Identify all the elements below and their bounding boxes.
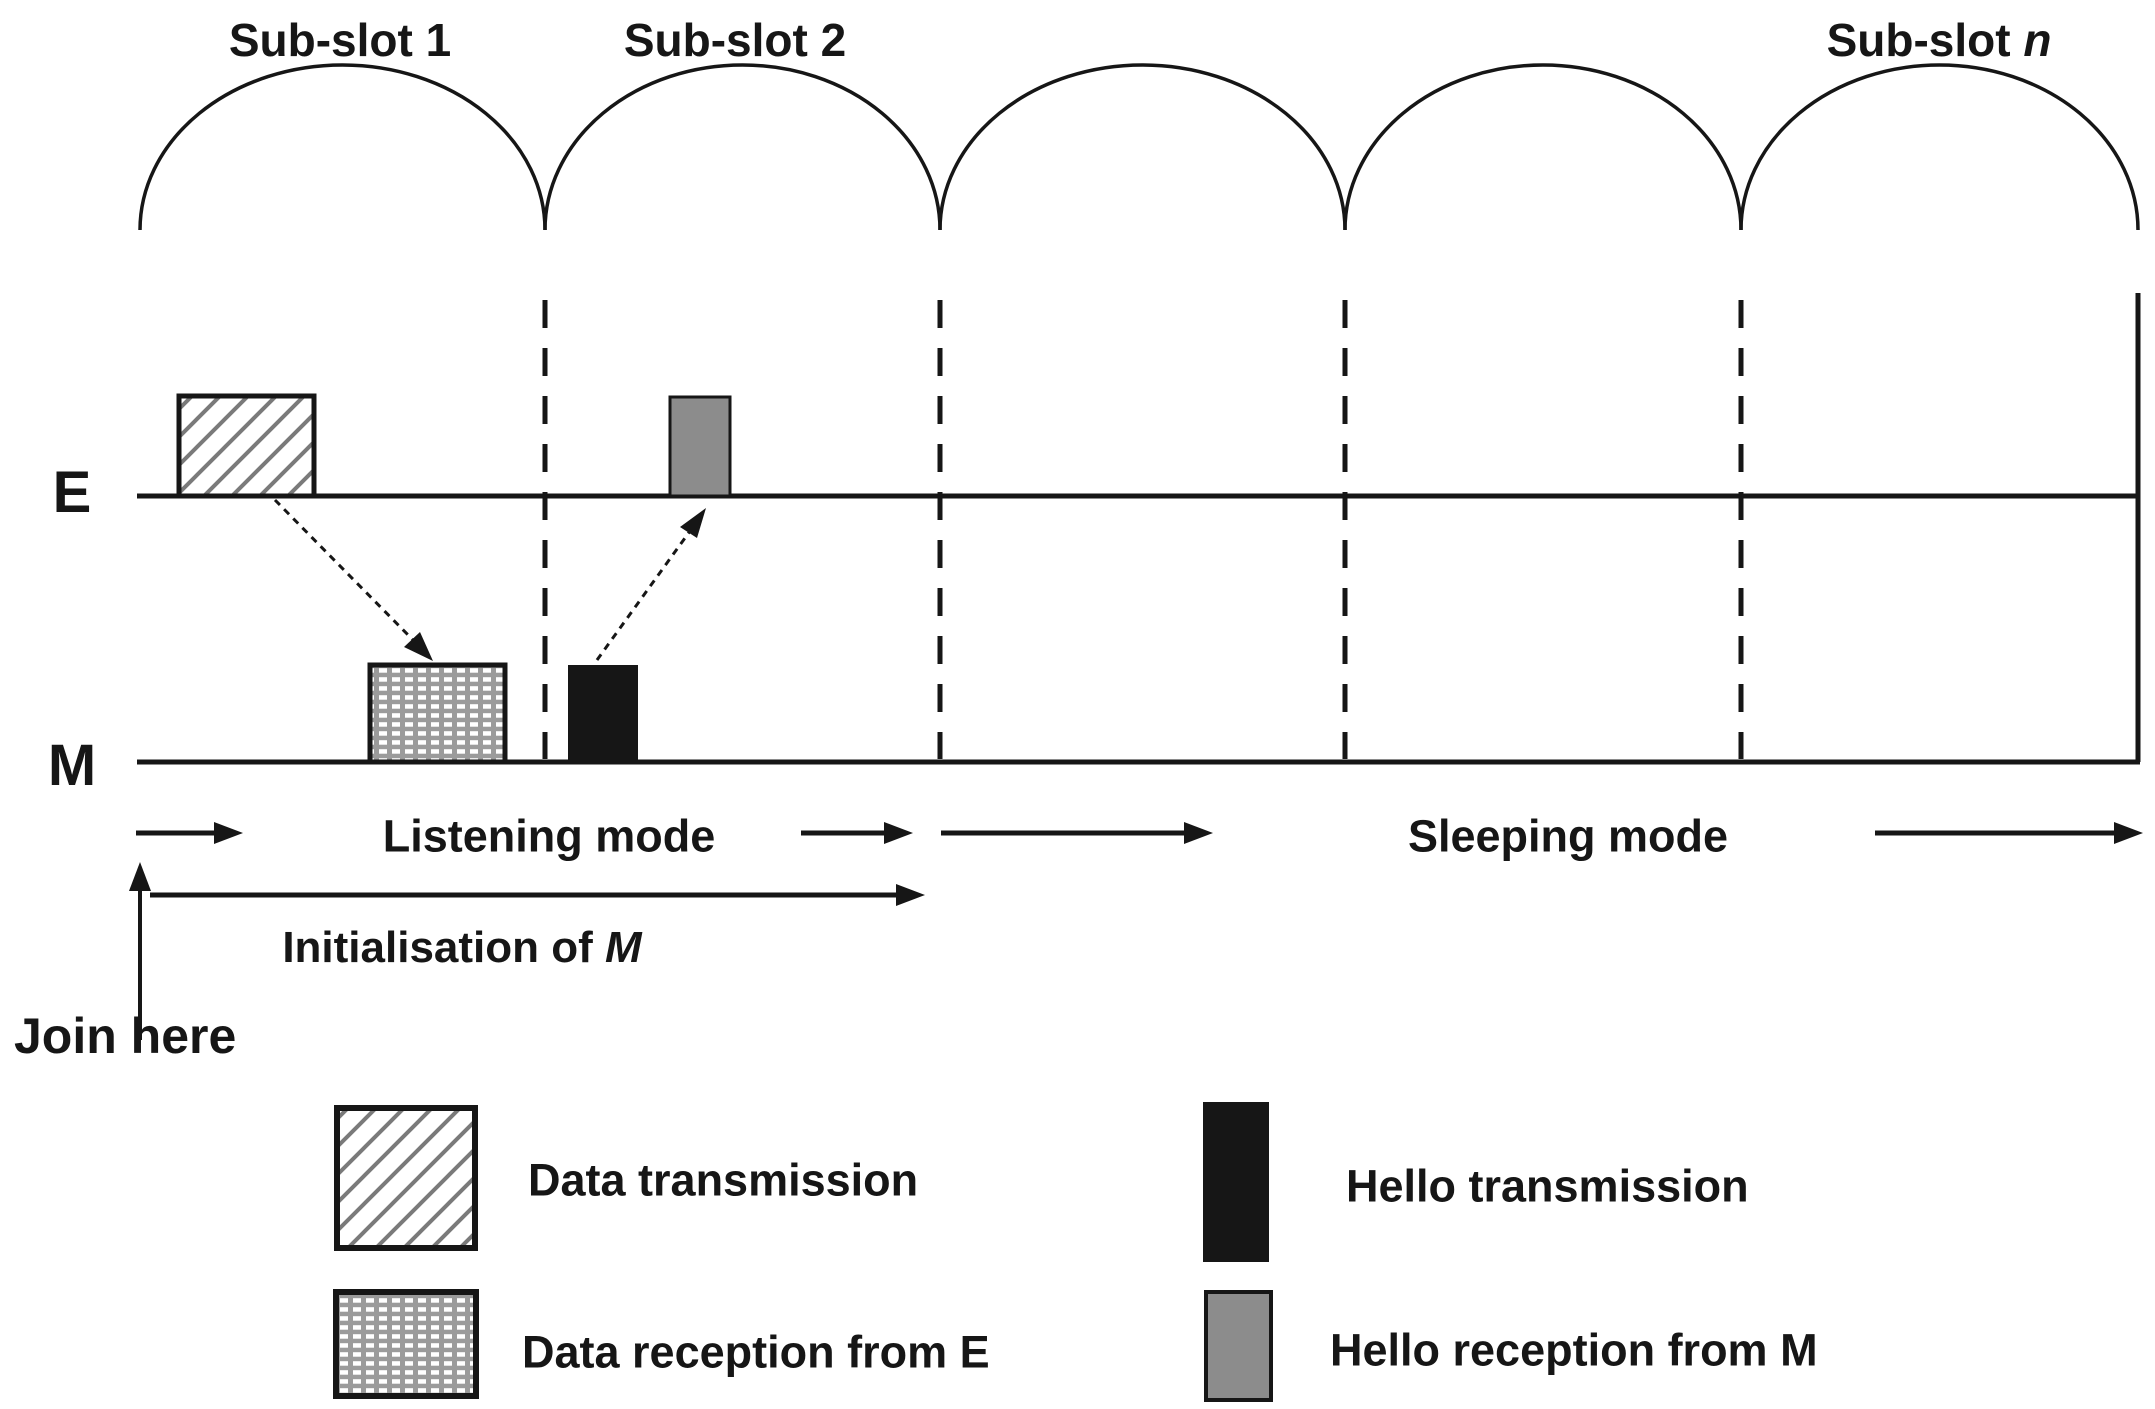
hello-transfer-arrow (595, 508, 706, 661)
hello-transmission-box (568, 665, 638, 762)
subslot-1-label: Sub-slot 1 (228, 14, 452, 66)
initialisation-arrow (150, 884, 925, 906)
legend-label-hello-reception: Hello reception from M (1330, 1324, 1818, 1376)
data-reception-box (367, 662, 508, 765)
initialisation-label: Initialisation of M (282, 923, 642, 972)
listening-mode-label: Listening mode (382, 810, 716, 862)
subslot-n-label: Sub-slot n (1826, 14, 2052, 66)
legend-hatched-swatch (334, 1105, 478, 1251)
subslot-2-label: Sub-slot 2 (623, 14, 847, 66)
legend-dotted-swatch (333, 1289, 479, 1399)
hello-reception-box (668, 395, 732, 498)
slot-boundary-lines (542, 300, 1744, 759)
join-here-arrow (129, 862, 151, 1040)
mode-arrows (136, 822, 2143, 844)
subslot-arcs (138, 63, 2140, 231)
data-transfer-arrow (273, 498, 433, 661)
row-M-label: M (47, 733, 97, 798)
sleeping-mode-label: Sleeping mode (1407, 810, 1729, 862)
legend-label-data-reception: Data reception from E (522, 1326, 990, 1378)
legend-label-data-transmission: Data transmission (528, 1154, 919, 1206)
legend-black-swatch (1203, 1102, 1269, 1262)
row-E-label: E (52, 460, 92, 525)
legend-label-hello-transmission: Hello transmission (1346, 1160, 1749, 1212)
legend-gray-swatch (1204, 1290, 1273, 1402)
join-here-label: Join here (14, 1008, 237, 1064)
data-transmission-box (176, 393, 317, 499)
